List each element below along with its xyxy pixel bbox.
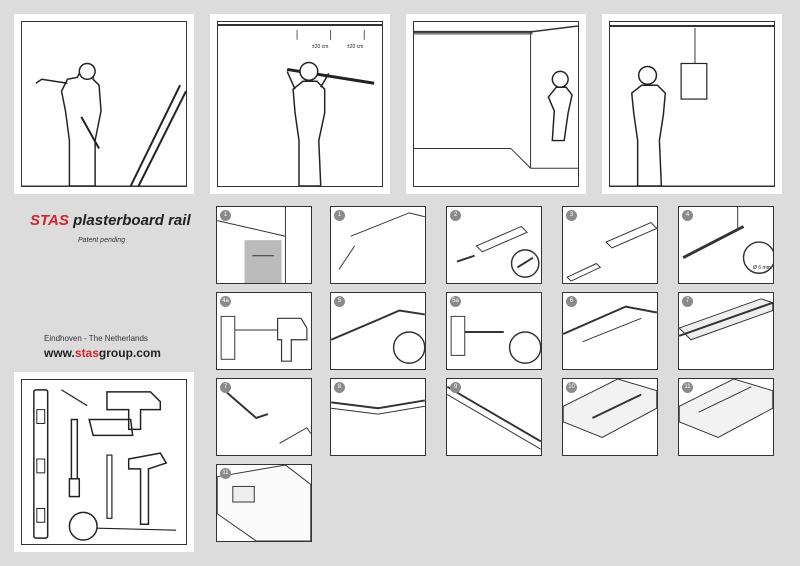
room-corner-illustration	[414, 25, 578, 169]
pencil-icon	[106, 454, 113, 519]
step-illustration	[456, 225, 540, 278]
step-panel: 11	[678, 378, 774, 456]
step-illustration	[563, 305, 657, 343]
step-panel: 9	[446, 378, 542, 456]
step-illustration	[226, 391, 311, 444]
drill-size-label: Ø 6 mm	[753, 265, 771, 271]
scene-board-panel	[602, 14, 782, 194]
step-badge: 8	[334, 382, 345, 393]
site-accent: stas	[74, 346, 99, 360]
brand-name-accent: STAS	[30, 212, 69, 229]
step-illustration	[447, 385, 541, 450]
step-illustration	[450, 315, 541, 364]
site-suffix: group.com	[98, 346, 161, 360]
step-badge: 1	[220, 210, 231, 221]
step-badge: 7	[682, 296, 693, 307]
person-marking-wall-illustration	[22, 62, 186, 186]
step-panel: 6	[562, 292, 658, 370]
step-badge: 11	[220, 468, 231, 479]
drill-bit-icon	[61, 389, 88, 407]
step-panel: 4 Ø 6 mm	[678, 206, 774, 284]
step-panel: 7	[678, 292, 774, 370]
step-badge: 5	[334, 296, 345, 307]
brand-logo: STAS plasterboard rail	[30, 212, 200, 229]
spacing-label-left: ±20 cm	[312, 44, 329, 50]
step-panel: 1	[330, 206, 426, 284]
step-illustration	[217, 465, 311, 541]
step-badge: 4	[682, 210, 693, 221]
person-with-board-illustration	[610, 24, 774, 186]
step-illustration	[679, 298, 773, 341]
brand-block: STAS plasterboard rail Patent pending	[30, 212, 200, 244]
scene-measure-panel	[14, 14, 194, 194]
person-holding-rail-illustration	[218, 23, 382, 186]
company-address: Eindhoven - The Netherlands	[44, 334, 148, 343]
step-badge: 11	[682, 382, 693, 393]
scene-corner-panel	[406, 14, 586, 194]
step-panel: 2	[446, 206, 542, 284]
power-drill-icon	[106, 391, 162, 431]
step-illustration	[682, 207, 773, 274]
step-illustration	[679, 379, 773, 438]
step-panel: 5	[330, 292, 426, 370]
step-illustration	[338, 212, 425, 270]
step-panel: 3	[562, 206, 658, 284]
step-illustration	[566, 222, 657, 282]
step-badge: 5a	[450, 296, 461, 307]
step-illustration	[217, 207, 286, 283]
step-badge: 2	[450, 210, 461, 221]
step-illustration	[220, 315, 308, 362]
step-illustration	[563, 379, 657, 438]
step-badge: 4a	[220, 296, 231, 307]
step-panel: 5a	[446, 292, 542, 370]
step-panel: 1	[216, 206, 312, 284]
step-panel: 10	[562, 378, 658, 456]
step-panel: 11	[216, 464, 312, 542]
screwdriver-icon	[70, 418, 79, 480]
hammer-icon	[127, 452, 168, 525]
step-panel: 8	[330, 378, 426, 456]
step-badge: 6	[566, 296, 577, 307]
site-prefix: www.	[44, 346, 75, 360]
step-badge: 1	[334, 210, 345, 221]
hacksaw-icon	[88, 418, 134, 437]
step-badge: 7	[220, 382, 231, 393]
tools-panel	[14, 372, 194, 552]
tools-illustration	[33, 389, 177, 541]
patent-note: Patent pending	[78, 237, 126, 244]
step-panel: 7	[216, 378, 312, 456]
brand-name-rest: plasterboard rail	[68, 212, 191, 229]
step-badge: 3	[566, 210, 577, 221]
step-illustration	[331, 309, 425, 364]
company-website: www.stasgroup.com	[44, 346, 161, 360]
spacing-label-right: ±20 cm	[347, 44, 364, 50]
tape-measure-icon	[68, 511, 98, 541]
scene-rail-panel: ±20 cm ±20 cm	[210, 14, 390, 194]
step-panel: 4a	[216, 292, 312, 370]
step-badge: 9	[450, 382, 461, 393]
step-badge: 10	[566, 382, 577, 393]
step-illustration	[331, 399, 425, 415]
